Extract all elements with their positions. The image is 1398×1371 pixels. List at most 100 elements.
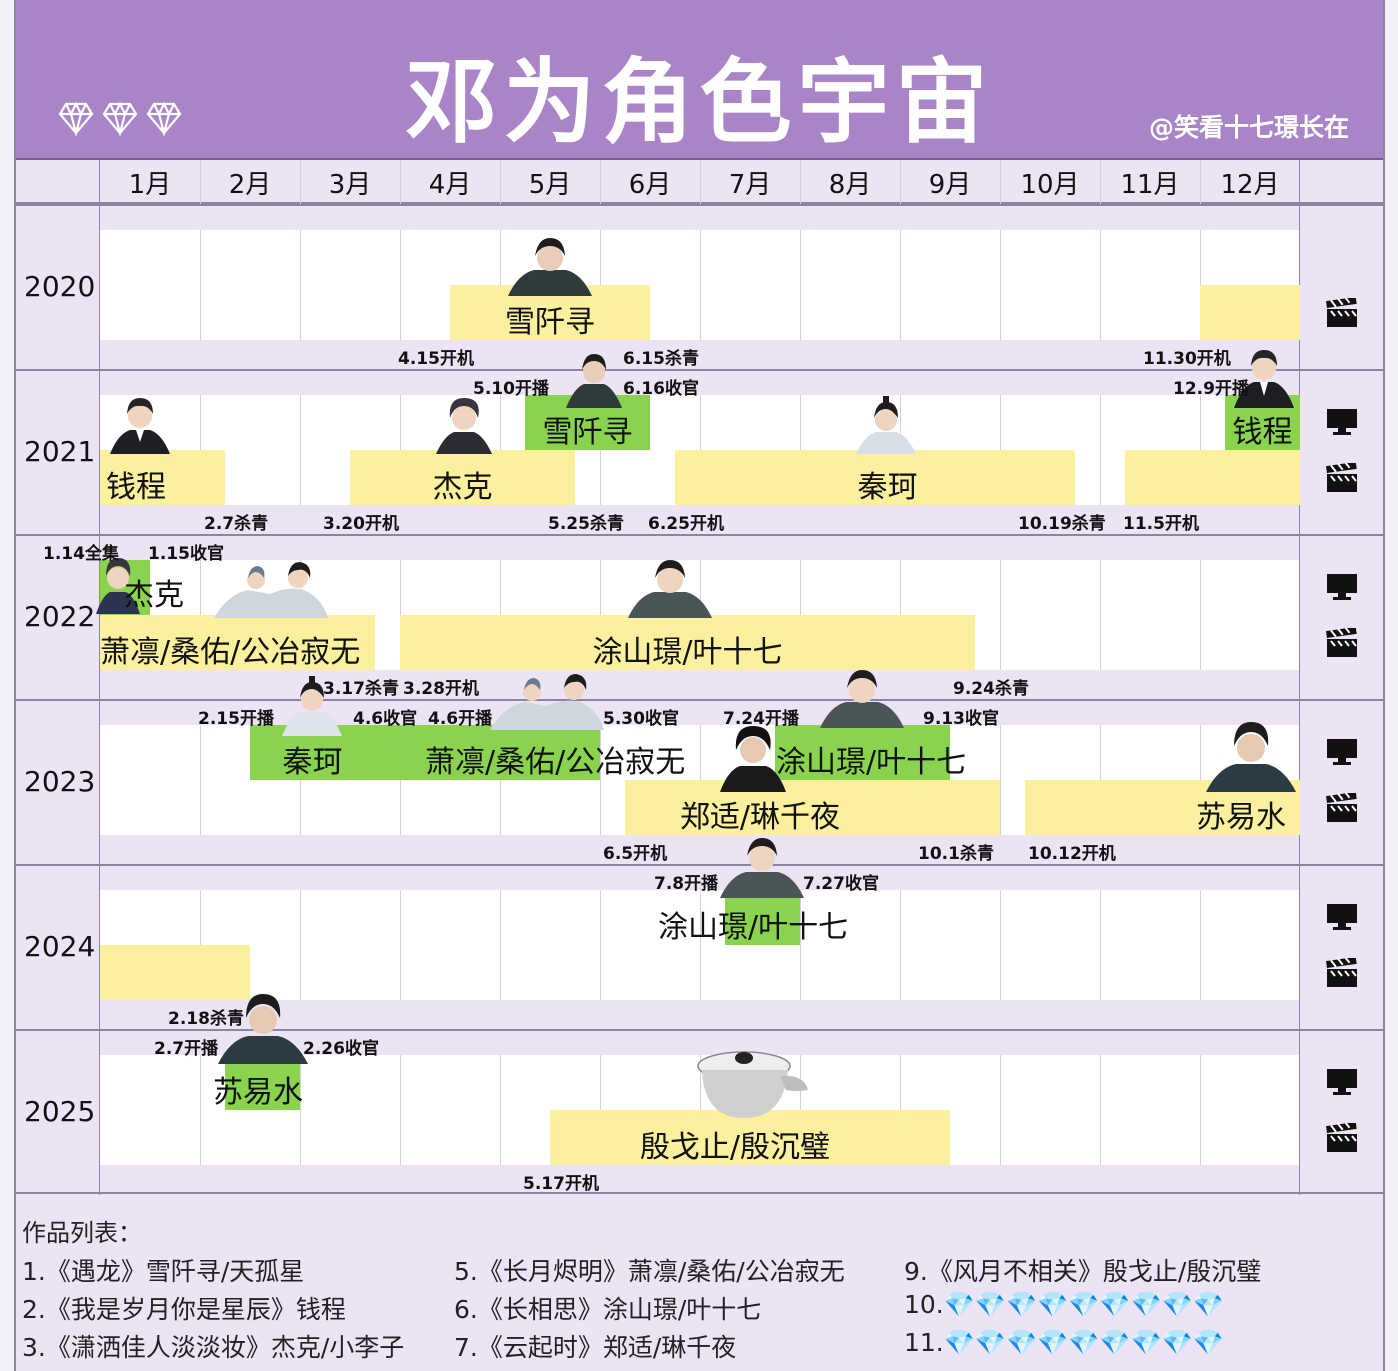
month-gridline (500, 725, 501, 835)
filming-bar (550, 1110, 950, 1165)
month-gridline (1100, 395, 1101, 505)
month-label: 3月 (328, 170, 372, 200)
month-gridline (1000, 160, 1001, 204)
diamond-icon (58, 101, 94, 136)
diamond-icon (146, 101, 182, 136)
works-list-item: 5.《长月烬明》萧凛/桑佑/公冶寂无 (454, 1257, 845, 1286)
date-label: 10.1杀青 (918, 844, 994, 864)
month-gridline (400, 725, 401, 835)
month-gridline (1100, 560, 1101, 670)
date-label: 12.9开播 (1173, 379, 1249, 399)
bar-label: 钱程 (106, 470, 166, 505)
portrait (96, 558, 140, 614)
month-gridline (200, 1055, 201, 1165)
bar-label: 郑适/琳千夜 (679, 800, 841, 835)
works-list-item: 11.💎💎💎💎💎💎💎💎💎 (904, 1328, 1224, 1357)
portrait (720, 838, 804, 898)
portrait (628, 560, 712, 618)
month-gridline (500, 1055, 501, 1165)
diamond-icon (102, 101, 138, 136)
month-label: 6月 (628, 170, 672, 200)
author-handle: @笑看十七璟长在 (1148, 113, 1349, 142)
works-list-item: 1.《遇龙》雪阡寻/天孤星 (22, 1257, 305, 1286)
month-gridline (300, 395, 301, 505)
portrait (508, 238, 592, 296)
bar-label: 杰克 (124, 578, 184, 613)
month-label: 10月 (1020, 170, 1080, 200)
bar-label: 涂山璟/叶十七 (776, 745, 967, 780)
date-label: 2.15开播 (198, 709, 274, 729)
month-label: 9月 (928, 170, 972, 200)
works-list-item: 7.《云起时》郑适/琳千夜 (454, 1333, 737, 1362)
month-gridline (400, 230, 401, 340)
left-border (0, 0, 16, 1371)
date-label: 2.18杀青 (168, 1009, 244, 1029)
portrait (282, 676, 342, 736)
bar-label: 雪阡寻 (505, 305, 595, 340)
month-gridline (300, 725, 301, 835)
month-label: 8月 (828, 170, 872, 200)
bar-label: 秦珂 (857, 470, 918, 505)
month-gridline (400, 160, 401, 204)
portrait (1206, 722, 1296, 792)
month-gridline (1200, 890, 1201, 1000)
works-list-title: 作品列表： (22, 1219, 142, 1247)
month-label: 12月 (1220, 170, 1280, 200)
month-header: 1月 2月 3月 4月 5月 6月 7月 8月 9月 10月 11月 12月 (16, 160, 1383, 204)
header: 邓为角色宇宙 @笑看十七璟长在 (16, 0, 1383, 160)
month-gridline (500, 890, 501, 1000)
filming-bar (100, 615, 375, 670)
filming-bar (100, 450, 225, 505)
clapperboard-icon (1326, 1120, 1358, 1153)
date-label: 11.30开机 (1143, 349, 1231, 369)
month-label: 4月 (428, 170, 472, 200)
month-gridline (1000, 725, 1001, 835)
airing-bar (225, 1055, 300, 1110)
works-list-item: 10.💎💎💎💎💎💎💎💎💎 (904, 1290, 1224, 1319)
bar-label: 涂山璟/叶十七 (592, 635, 783, 670)
date-label: 4.6开播 (428, 709, 493, 729)
month-gridline (1000, 890, 1001, 1000)
month-label: 11月 (1120, 170, 1180, 200)
date-label: 3.17杀青 (323, 679, 399, 699)
month-gridline (1100, 890, 1101, 1000)
year-column-divider (99, 160, 100, 1195)
date-label: 11.5开机 (1123, 514, 1199, 534)
month-gridline (700, 890, 701, 1000)
month-label: 2月 (228, 170, 272, 200)
month-gridline (600, 395, 601, 505)
month-label: 1月 (128, 170, 172, 200)
month-gridline (1000, 560, 1001, 670)
month-gridline (900, 230, 901, 340)
works-list-item: 9.《风月不相关》殷戈止/殷沉璧 (904, 1257, 1262, 1286)
year-label: 2021 (24, 435, 96, 468)
month-gridline (200, 725, 201, 835)
date-label: 9.13收官 (923, 709, 999, 729)
filming-bar (1200, 285, 1300, 340)
clapperboard-icon (1326, 955, 1358, 988)
date-label: 6.5开机 (603, 844, 668, 864)
month-gridline (1200, 1055, 1201, 1165)
icon-column-divider (1299, 160, 1300, 1195)
month-gridline (1100, 230, 1101, 340)
bar-label: 萧凛/桑佑/公冶寂无 (425, 745, 686, 780)
date-label: 6.15杀青 (623, 349, 699, 369)
monitor-icon (1326, 738, 1358, 768)
bar-label: 萧凛/桑佑/公冶寂无 (100, 635, 361, 670)
month-label: 5月 (528, 170, 572, 200)
month-gridline (800, 890, 801, 1000)
portrait (720, 726, 786, 792)
clapperboard-icon (1326, 460, 1358, 493)
page-title: 邓为角色宇宙 (405, 49, 994, 156)
bar-label: 苏易水 (213, 1075, 303, 1110)
date-label: 9.24杀青 (953, 679, 1029, 699)
month-gridline (200, 230, 201, 340)
works-list-item: 3.《潇洒佳人淡淡妆》杰克/小李子 (22, 1333, 405, 1362)
clapperboard-icon (1326, 625, 1358, 658)
airing-bar (425, 725, 600, 780)
month-gridline (400, 890, 401, 1000)
month-gridline (400, 1055, 401, 1165)
month-gridline (1000, 230, 1001, 340)
month-gridline (300, 1055, 301, 1165)
